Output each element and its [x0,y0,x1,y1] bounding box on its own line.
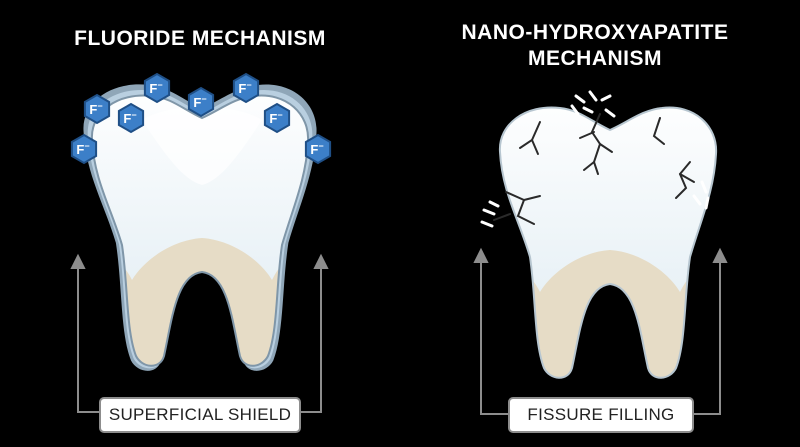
fluoride-ion-hexagon-icon: F− [304,133,332,165]
fluoride-ion-hexagon-icon: F− [117,102,145,134]
nha-mechanism-title: NANO-HYDROXYAPATITE MECHANISM [405,20,785,72]
fluoride-ion-hexagon-icon: F− [187,86,215,118]
fluoride-ion-charge: − [97,101,102,111]
arrows [70,247,728,415]
fluoride-ion-charge: − [84,141,89,151]
fluoride-ion-charge: − [277,110,282,120]
fluoride-ion-charge: − [246,80,251,90]
fluoride-ion-hexagon-icon: F− [232,72,260,104]
fluoride-ion-charge: − [318,141,323,151]
nano-particles [480,90,710,228]
fluoride-ions: F−F−F−F−F−F−F−F− [70,72,332,165]
nha-title-line1: NANO-HYDROXYAPATITE [461,21,729,44]
arrow-up-icon [694,247,728,415]
arrow-up-icon [301,253,329,413]
fluoride-ion-charge: − [131,110,136,120]
arrow-up-icon [473,247,508,415]
fluoride-ion-hexagon-icon: F− [263,102,291,134]
fluoride-ion-charge: − [157,80,162,90]
fluoride-ion-hexagon-icon: F− [83,93,111,125]
superficial-shield-label: SUPERFICIAL SHIELD [99,397,301,433]
nha-tooth [480,90,718,379]
fluoride-mechanism-title: FLUORIDE MECHANISM [74,27,326,50]
nha-title-line2: MECHANISM [528,47,662,70]
arrow-up-icon [70,253,99,413]
tooth-body [499,107,717,378]
fluoride-ion-hexagon-icon: F− [70,133,98,165]
enamel-crack-icon [493,113,695,225]
fissure-filling-label: FISSURE FILLING [508,397,694,433]
fluoride-ion-hexagon-icon: F− [143,72,171,104]
fluoride-ion-charge: − [201,94,206,104]
